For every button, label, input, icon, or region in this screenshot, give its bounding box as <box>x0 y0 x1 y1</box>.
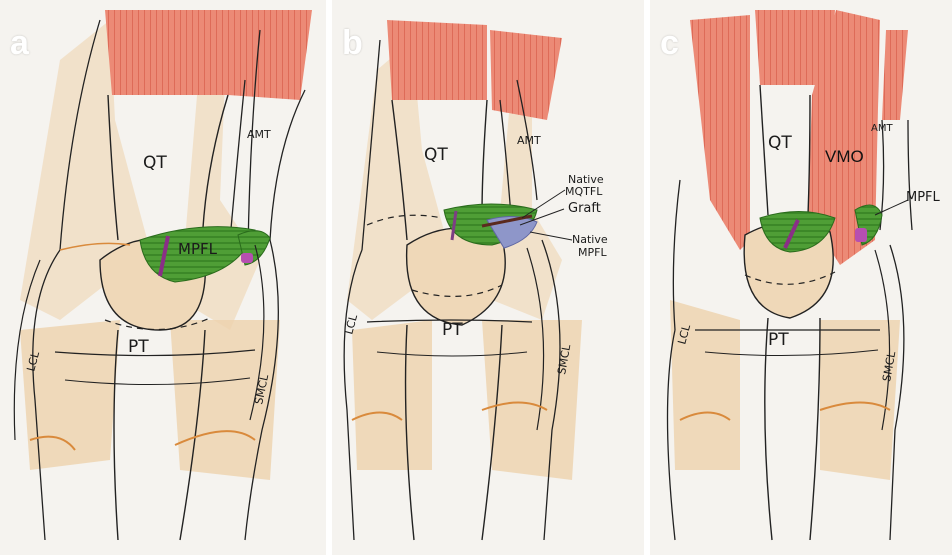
amt-label: AMT <box>517 134 541 147</box>
native-mqtfl-label-line2: MQTFL <box>565 185 603 198</box>
femoral-insertion-mark <box>855 228 867 242</box>
panel-c-letter: c <box>660 24 679 63</box>
pt-label: PT <box>768 330 789 350</box>
qt-label: QT <box>768 133 792 153</box>
panel-c-drawing: QT VMO PT LCL SMCL AMT MPFL <box>650 0 952 555</box>
femoral-insertion-mark <box>241 253 253 263</box>
panel-b: QT PT LCL SMCL AMT Native MQTFL Graft Na… <box>332 0 644 555</box>
amt-label: AMT <box>247 128 271 141</box>
pt-label: PT <box>442 320 463 340</box>
vastus-medialis-muscle <box>228 10 312 100</box>
panel-c: QT VMO PT LCL SMCL AMT MPFL c <box>650 0 952 555</box>
mpfl-label: MPFL <box>178 240 218 258</box>
graft-label: Graft <box>568 201 601 216</box>
native-mpfl-label-line2: MPFL <box>578 246 607 259</box>
quadriceps-muscle <box>105 10 235 95</box>
amt-label: AMT <box>871 123 893 134</box>
panel-a: QT MPFL PT LCL SMCL AMT a <box>0 0 326 555</box>
panel-a-drawing: QT MPFL PT LCL SMCL AMT <box>0 0 326 555</box>
qt-label: QT <box>143 153 167 173</box>
mpfl-label: MPFL <box>906 190 941 205</box>
panel-b-letter: b <box>342 24 363 63</box>
qt-label: QT <box>424 145 448 165</box>
vmo-label: VMO <box>825 147 864 166</box>
panel-b-drawing: QT PT LCL SMCL AMT Native MQTFL Graft Na… <box>332 0 644 555</box>
quadriceps-muscle <box>387 20 487 100</box>
panel-a-letter: a <box>10 24 29 63</box>
native-mpfl-label-line1: Native <box>572 233 608 246</box>
pt-label: PT <box>128 337 149 357</box>
